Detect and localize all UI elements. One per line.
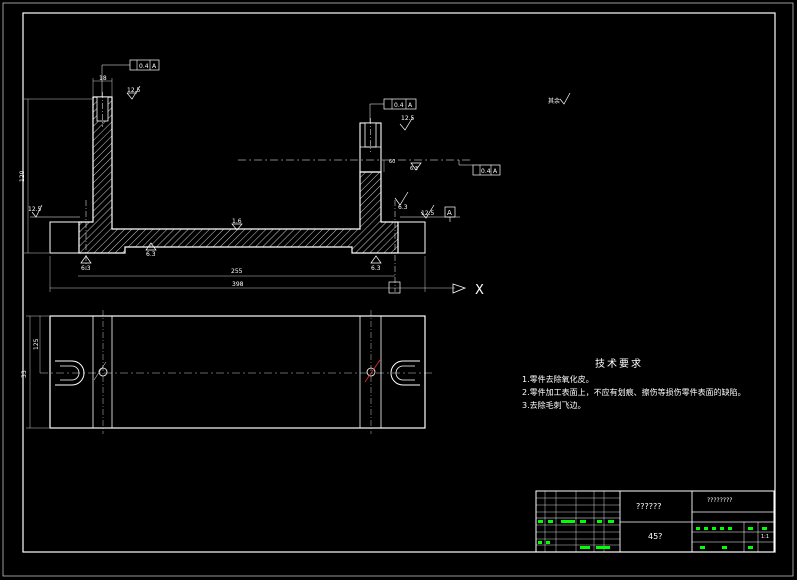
svg-text:0.4: 0.4 — [394, 102, 404, 109]
roughness-symbol-right-top: 12.5 — [399, 115, 415, 131]
note-item: 1.零件去除氧化皮。 — [522, 375, 594, 384]
roughness-symbol-right-face: 6.3 — [394, 191, 409, 211]
note-item: 2.零件加工表面上，不应有划痕、擦伤等损伤零件表面的缺陷。 — [522, 388, 746, 397]
datum-a: A — [444, 206, 456, 222]
right-slot-plan — [390, 360, 420, 386]
section-mark: X — [475, 283, 484, 298]
roughness-symbol-base-left: 6.3 — [80, 255, 92, 272]
left-wing — [49, 221, 80, 254]
roughness-symbol-top-left: 12.5 — [126, 85, 141, 100]
svg-text:A: A — [152, 63, 157, 70]
section-body — [78, 96, 399, 254]
dim-mid: 60 — [389, 159, 395, 165]
title-block-green-marks — [538, 520, 767, 549]
dim-plan-small: 33 — [21, 370, 28, 378]
inner-frame — [22, 12, 776, 553]
svg-text:6.3: 6.3 — [81, 265, 91, 272]
dim-overall: 398 — [232, 281, 244, 288]
svg-text:12.5: 12.5 — [127, 87, 141, 94]
svg-text:12.5: 12.5 — [401, 115, 415, 122]
tolerance-frame-3: 0.4 A — [458, 160, 501, 176]
svg-text:其余: 其余 — [548, 97, 560, 105]
svg-text:A: A — [447, 209, 452, 217]
technical-requirements: 技术要求 1.零件去除氧化皮。 2.零件加工表面上，不应有划痕、擦伤等损伤零件表… — [522, 358, 746, 412]
svg-text:6.3: 6.3 — [410, 166, 418, 172]
svg-text:A: A — [408, 102, 413, 109]
svg-text:12.5: 12.5 — [28, 206, 42, 213]
material: 45? — [648, 532, 663, 541]
drawing-number: ???????? — [707, 497, 733, 504]
note-item: 3.去除毛刺飞边。 — [522, 401, 586, 410]
title-block — [535, 490, 775, 553]
roughness-symbol-floor: 1.6 — [231, 218, 243, 231]
front-section-view: 18 120 255 398 X 60 12.5 12.5 12 — [19, 59, 571, 298]
dim-top-width: 18 — [99, 75, 107, 82]
notes-title: 技术要求 — [595, 359, 643, 370]
scale: 1:1 — [761, 534, 770, 540]
roughness-symbol-base-mid: 6.3 — [145, 242, 157, 258]
tolerance-frame-2: 0.4 A — [369, 98, 417, 123]
part-name: ?????? — [636, 502, 662, 511]
svg-text:6.3: 6.3 — [371, 265, 381, 272]
svg-text:0.4: 0.4 — [481, 168, 491, 175]
roughness-symbol-base-right: 6.3 — [370, 255, 382, 272]
svg-text:1.6: 1.6 — [232, 218, 242, 225]
plan-outline — [49, 315, 426, 429]
svg-text:6.3: 6.3 — [146, 251, 156, 258]
tolerance-frame-1: 0.4 A — [101, 59, 160, 97]
svg-text:A: A — [493, 168, 498, 175]
roughness-symbol-mid: 6.3 — [410, 162, 422, 172]
plan-view: 33 125 — [21, 310, 435, 434]
svg-text:12.5: 12.5 — [421, 210, 435, 217]
roughness-symbol-left-flange: 12.5 — [28, 204, 80, 218]
svg-text:6.3: 6.3 — [398, 204, 408, 211]
dim-height-left: 120 — [19, 170, 26, 182]
right-wing — [397, 221, 426, 254]
dim-overall-inner: 255 — [231, 268, 243, 275]
roughness-other: 其余 — [548, 92, 571, 105]
svg-text:0.4: 0.4 — [139, 63, 149, 70]
dim-plan-height: 125 — [33, 338, 40, 350]
